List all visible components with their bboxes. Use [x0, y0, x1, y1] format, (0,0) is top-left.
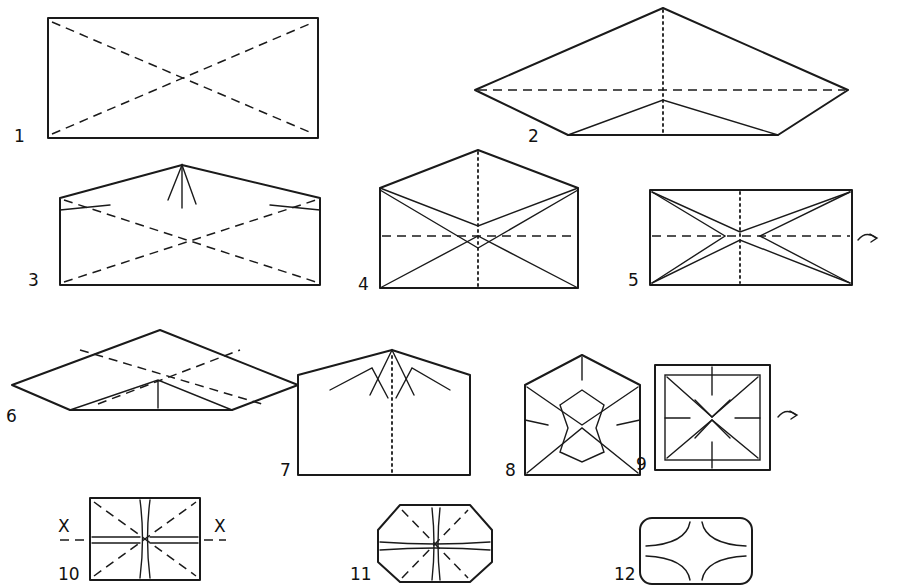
step-number: 11 — [350, 566, 372, 583]
step-number: 8 — [505, 462, 516, 479]
step-8-figure — [525, 355, 640, 475]
step-number: 4 — [358, 276, 369, 293]
fold-mark: X — [58, 518, 70, 535]
step-10-figure — [60, 498, 226, 580]
step-number: 12 — [614, 566, 636, 583]
step-11-figure — [378, 505, 492, 582]
step-number: 1 — [14, 128, 25, 145]
turn-over-symbol — [778, 411, 797, 419]
turn-over-symbol — [858, 234, 877, 242]
step-number: 7 — [280, 462, 291, 479]
step-3-figure — [60, 165, 320, 285]
step-number: 10 — [58, 566, 80, 583]
step-number: 2 — [528, 128, 539, 145]
fold-mark: X — [214, 518, 226, 535]
step-6-figure — [12, 330, 298, 410]
step-2-figure — [475, 8, 848, 135]
step-9-figure — [655, 365, 770, 470]
step-number: 9 — [636, 456, 647, 473]
step-7-figure — [298, 350, 470, 475]
step-number: 5 — [628, 272, 639, 289]
step-number: 6 — [6, 408, 17, 425]
step-1-figure — [48, 18, 318, 138]
step-5-figure — [650, 190, 852, 285]
step-12-figure — [640, 518, 752, 584]
step-number: 3 — [28, 272, 39, 289]
step-4-figure — [380, 150, 578, 288]
